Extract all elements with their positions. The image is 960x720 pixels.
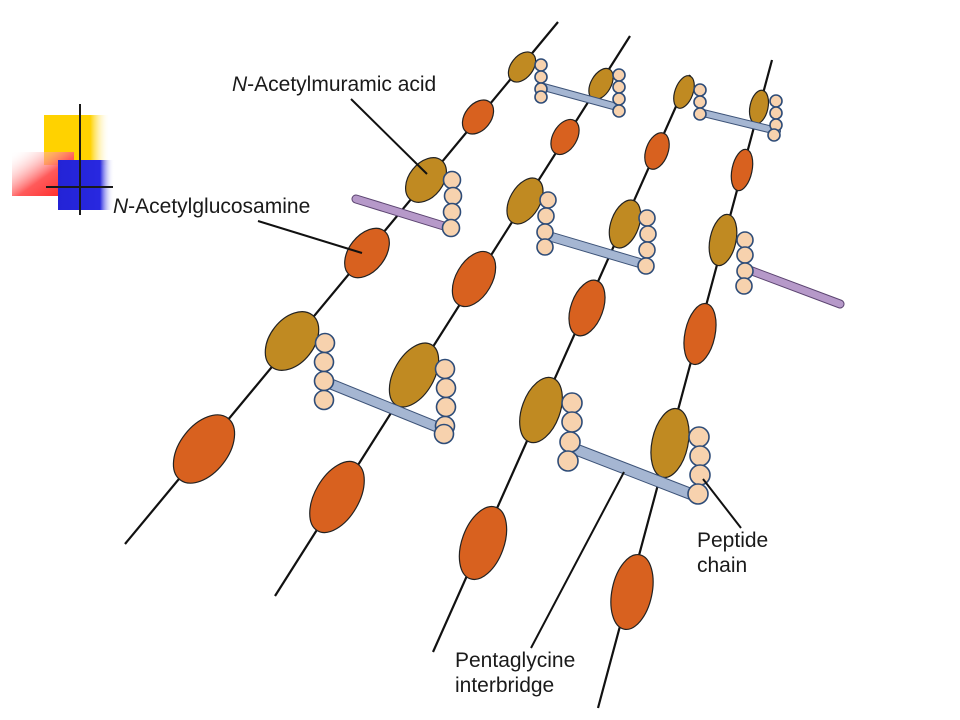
n-acetylglucosamine-unit (568, 279, 606, 337)
peptide-residue (689, 464, 711, 486)
peptide-residue (534, 90, 548, 104)
n-acetylglucosamine-unit (172, 414, 236, 484)
n-acetylglucosamine-unit (683, 302, 717, 366)
peptide-residue (693, 95, 707, 109)
peptide-residue (536, 223, 554, 241)
n-acetylglucosamine-unit (610, 553, 654, 631)
peptide-residue (689, 445, 711, 467)
label-pentaglycine-line2: interbridge (455, 674, 555, 697)
peptide-residue (534, 70, 548, 84)
nam-leader-line (350, 98, 428, 175)
peptide-residue (559, 431, 581, 453)
peptide-residue (313, 351, 335, 373)
deco-blue-square (58, 160, 114, 210)
label-pentaglycine-line1: Pentaglycine (455, 649, 576, 672)
n-acetylmuramic-acid-unit (264, 311, 320, 371)
peptide-residue (639, 225, 657, 243)
n-acetylglucosamine-unit (344, 227, 390, 279)
peptide-residue (435, 377, 457, 399)
free-peptide-stub (352, 195, 451, 231)
label-peptide-line1: Peptide (697, 529, 769, 552)
n-acetylmuramic-acid-unit (708, 213, 738, 267)
peptide-residue (612, 104, 626, 118)
peptide-residue (687, 483, 709, 505)
peptide-residue (612, 68, 626, 82)
label-nag-text: -Acetylglucosamine (128, 195, 311, 218)
label-nam-prefix: N (232, 73, 248, 96)
peptide-residue (561, 411, 583, 433)
nag-leader-line (257, 220, 363, 254)
peptide-residue (612, 92, 626, 106)
peptide-residue (313, 370, 335, 392)
label-nag-prefix: N (113, 195, 129, 218)
free-peptide-stub (740, 264, 844, 308)
peptide-residue (769, 106, 783, 120)
n-acetylglucosamine-unit (550, 118, 580, 156)
peptide-residue (736, 262, 754, 280)
peptide-residue (536, 238, 554, 256)
peptide-residue (434, 358, 456, 380)
n-acetylglucosamine-unit (730, 148, 754, 192)
peptide-residue (442, 202, 462, 222)
label-n-acetylmuramic-acid: N-Acetylmuramic acid (232, 72, 436, 97)
peptide-residue (433, 423, 455, 445)
peptide-residue (688, 426, 710, 448)
n-acetylmuramic-acid-unit (748, 89, 770, 125)
n-acetylmuramic-acid-unit (404, 157, 448, 203)
peptide-residue (557, 450, 579, 472)
pentaglycine-interbridge (321, 377, 447, 434)
peptide-residue (534, 58, 548, 72)
n-acetylglucosamine-unit (309, 460, 365, 534)
n-acetylmuramic-acid-unit (650, 407, 690, 479)
label-leader-lines (257, 98, 742, 649)
peptide-residue (612, 80, 626, 94)
peptide-residue (693, 83, 707, 97)
peptide-leader-line (702, 478, 742, 529)
n-acetylglucosamine-unit (458, 505, 508, 581)
label-n-acetylglucosamine: N-Acetylglucosamine (113, 194, 310, 219)
n-acetylglucosamine-unit (461, 99, 495, 135)
peptide-residue (442, 170, 462, 190)
peptide-residue (561, 392, 583, 414)
n-acetylmuramic-acid-unit (507, 51, 537, 83)
peptide-residue (735, 277, 753, 295)
peptide-residue (539, 191, 557, 209)
peptide-residue (638, 209, 656, 227)
n-acetylmuramic-acid-unit (673, 75, 695, 109)
pentaglycine-interbridge (537, 83, 620, 110)
peptide-residue (736, 246, 754, 264)
peptide-residue (693, 107, 707, 121)
peptide-residue (313, 389, 335, 411)
peptide-residue (767, 128, 781, 142)
n-acetylglucosamine-unit (644, 132, 670, 170)
peptide-residue (736, 231, 754, 249)
decorative-corner-squares (12, 104, 114, 215)
cross-links (313, 58, 845, 505)
peptide-residue (769, 94, 783, 108)
pentaglycine-interbridge (696, 109, 780, 134)
peptide-residue (638, 241, 656, 259)
n-acetylmuramic-acid-unit (506, 177, 544, 225)
label-nam-text: -Acetylmuramic acid (247, 73, 437, 96)
label-peptide-line2: chain (697, 554, 748, 577)
interbridge-leader-line (530, 471, 625, 649)
peptide-residue (637, 257, 655, 275)
pentaglycine-interbridge (541, 231, 647, 268)
peptide-residue (443, 186, 463, 206)
n-acetylglucosamine-unit (451, 250, 497, 308)
pentaglycine-interbridge (562, 441, 701, 501)
glycan-chains (124, 21, 774, 709)
peptide-residue (441, 218, 461, 238)
n-acetylmuramic-acid-unit (608, 199, 642, 249)
peptide-residue (435, 396, 457, 418)
peptide-residue (537, 207, 555, 225)
n-acetylmuramic-acid-unit (519, 376, 563, 444)
peptide-residue (314, 332, 336, 354)
